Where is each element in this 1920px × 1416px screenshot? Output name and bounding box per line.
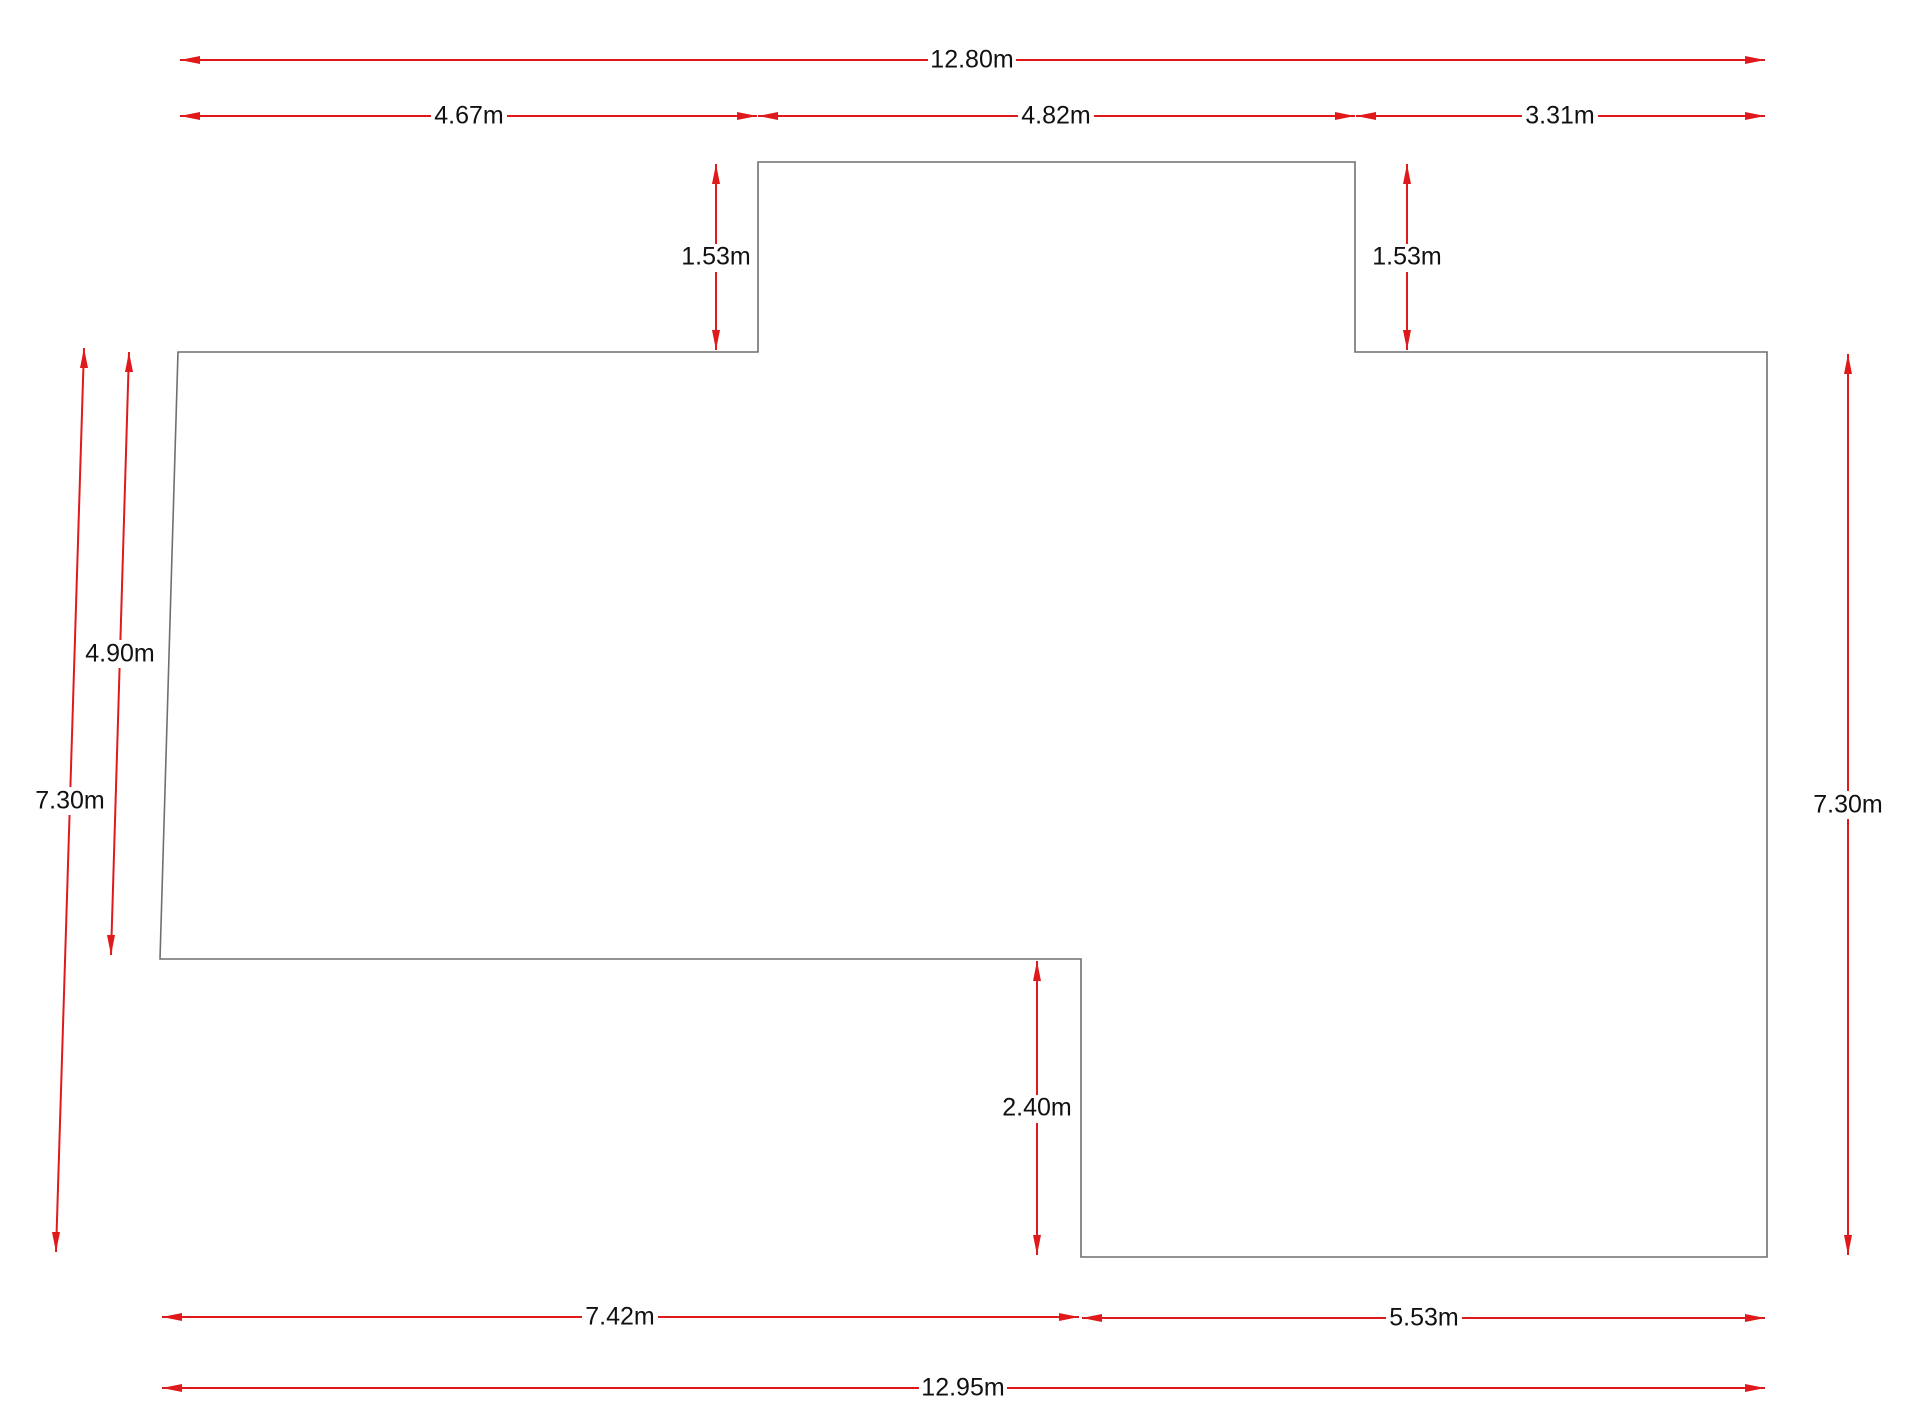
dim-left-outer: 7.30m <box>32 347 108 1253</box>
dim-label-top-total: 12.80m <box>930 46 1013 74</box>
dim-label-bottom-left: 7.42m <box>585 1303 654 1331</box>
dim-top-right: 3.31m <box>1356 102 1765 130</box>
dim-label-step: 2.40m <box>1002 1094 1071 1122</box>
dim-bottom-left: 7.42m <box>162 1303 1079 1331</box>
dim-label-bottom-total: 12.95m <box>921 1374 1004 1402</box>
dim-label-top-middle: 4.82m <box>1021 102 1090 130</box>
dim-top-middle: 4.82m <box>758 102 1355 130</box>
dim-left-inner: 4.90m <box>82 351 158 956</box>
dim-label-left-inner: 4.90m <box>85 640 154 668</box>
dim-top-total: 12.80m <box>180 46 1765 74</box>
dim-label-bottom-right: 5.53m <box>1389 1304 1458 1332</box>
dim-bottom-right: 5.53m <box>1082 1304 1765 1332</box>
dim-step: 2.40m <box>1000 961 1074 1255</box>
dim-label-left-outer: 7.30m <box>35 787 104 815</box>
dim-label-top-left: 4.67m <box>434 102 503 130</box>
dim-right: 7.30m <box>1810 354 1886 1255</box>
room-outline <box>159 161 1768 1258</box>
dim-notch-left: 1.53m <box>679 164 753 350</box>
dim-label-notch-left: 1.53m <box>681 243 750 271</box>
dim-label-right: 7.30m <box>1813 791 1882 819</box>
dim-label-notch-right: 1.53m <box>1372 243 1441 271</box>
dim-notch-right: 1.53m <box>1370 164 1444 350</box>
dim-top-left: 4.67m <box>180 102 757 130</box>
dim-bottom-total: 12.95m <box>162 1374 1765 1402</box>
dim-label-top-right: 3.31m <box>1525 102 1594 130</box>
